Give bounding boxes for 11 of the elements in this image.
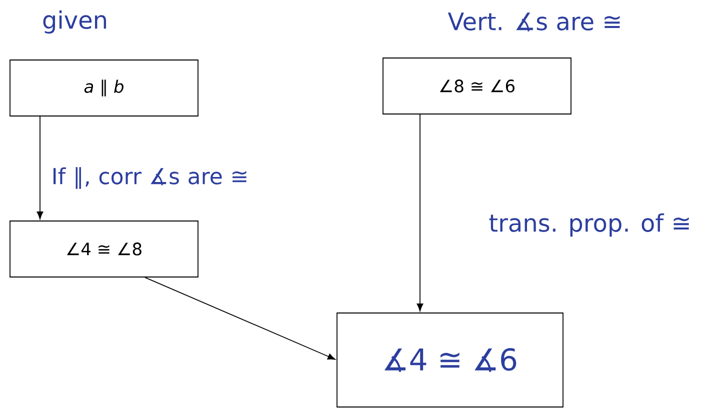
reason-text: If ∥, corr ∡s are ≅ (54, 167, 246, 189)
arrow (36, 116, 44, 220)
statement-box: ∡4 ≅ ∡6 (336, 312, 564, 408)
reason-text: trans. prop. of ≅ (489, 213, 689, 237)
reason-text: Vert. ∡s are ≅ (448, 12, 620, 32)
statement-box: ∠4 ≅ ∠8 (10, 220, 198, 278)
arrow (416, 114, 424, 312)
arrow (144, 277, 336, 360)
reason-text: given (43, 10, 106, 34)
statement-box: ∠8 ≅ ∠6 (382, 58, 572, 114)
statement-box: a ∥ b (10, 60, 198, 116)
